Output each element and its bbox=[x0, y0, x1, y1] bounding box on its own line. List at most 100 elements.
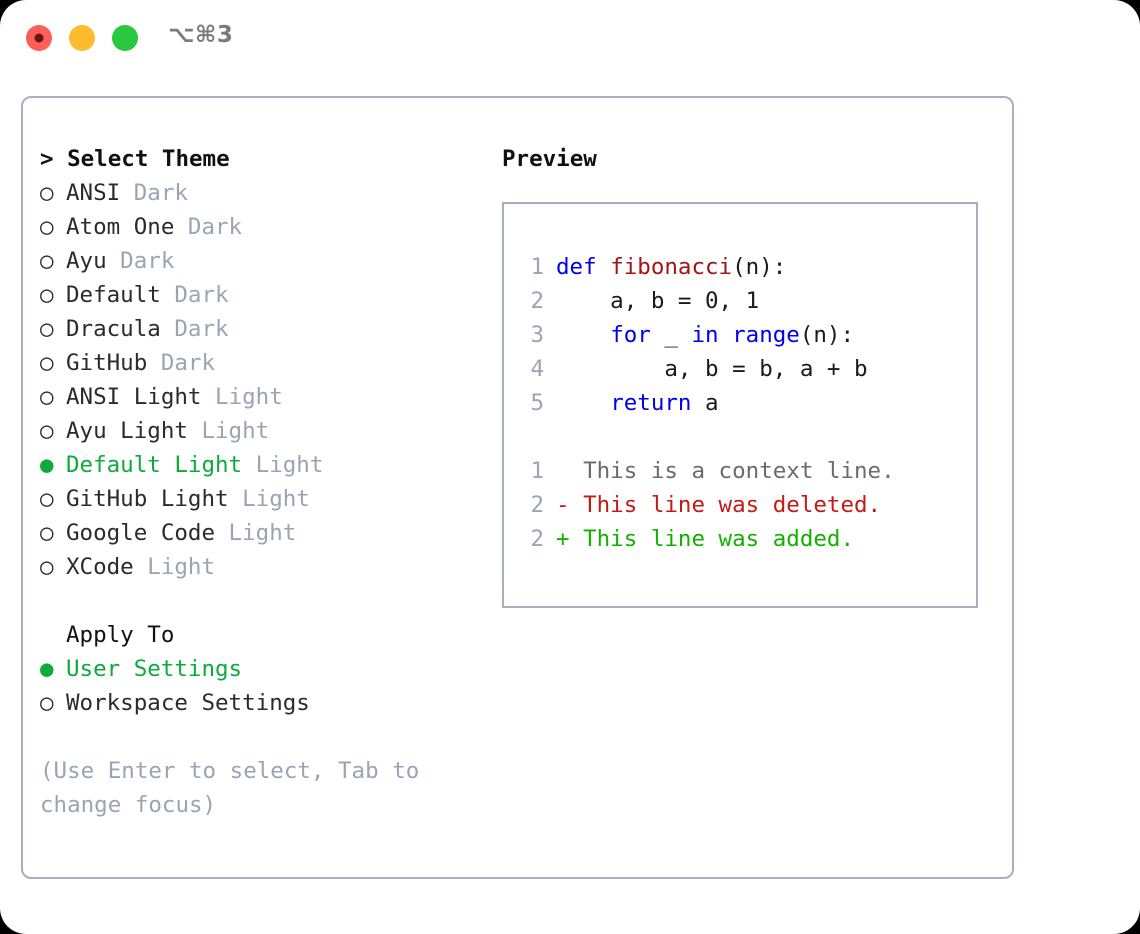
code-line: 2 a, b = 0, 1 bbox=[518, 284, 970, 318]
line-number: 1 bbox=[530, 458, 544, 484]
diff-block: 1 This is a context line.2- This line wa… bbox=[518, 454, 970, 556]
traffic-light-group bbox=[26, 25, 138, 51]
title-bar: ⌥⌘3 bbox=[0, 0, 1140, 78]
radio-unselected-icon: ○ bbox=[40, 180, 54, 206]
theme-option-label: Default bbox=[66, 282, 161, 308]
theme-option-atom-one[interactable]: ○ Atom One Dark bbox=[40, 210, 490, 244]
radio-unselected-icon: ○ bbox=[40, 520, 54, 546]
theme-variant-tag: Dark bbox=[120, 180, 188, 206]
radio-unselected-icon: ○ bbox=[40, 384, 54, 410]
radio-unselected-icon: ○ bbox=[40, 690, 54, 716]
diff-marker: + bbox=[556, 526, 570, 552]
diff-line: 1 This is a context line. bbox=[518, 454, 970, 488]
keyboard-shortcut-label: ⌥⌘3 bbox=[168, 22, 234, 48]
diff-line: 2+ This line was added. bbox=[518, 522, 970, 556]
theme-variant-tag: Light bbox=[242, 452, 324, 478]
theme-option-label: Google Code bbox=[66, 520, 216, 546]
code-token bbox=[556, 322, 610, 348]
theme-option-label: Ayu Light bbox=[66, 418, 188, 444]
theme-option-label: XCode bbox=[66, 554, 134, 580]
select-theme-heading: > Select Theme bbox=[40, 146, 230, 172]
minimize-button[interactable] bbox=[69, 25, 95, 51]
code-token bbox=[719, 322, 733, 348]
theme-option-label: ANSI bbox=[66, 180, 121, 206]
diff-marker: - bbox=[556, 492, 570, 518]
theme-option-label: Dracula bbox=[66, 316, 161, 342]
code-token: def bbox=[556, 254, 597, 280]
zoom-button[interactable] bbox=[112, 25, 138, 51]
theme-option-ansi[interactable]: ○ ANSI Dark bbox=[40, 176, 490, 210]
radio-unselected-icon: ○ bbox=[40, 554, 54, 580]
code-line: 5 return a bbox=[518, 386, 970, 420]
keyboard-hint-text: (Use Enter to select, Tab to change focu… bbox=[40, 758, 433, 818]
line-number: 5 bbox=[530, 390, 544, 416]
theme-list-column: > Select Theme ○ANSI Dark○Atom One Dark○… bbox=[40, 142, 490, 822]
code-token: a bbox=[691, 390, 719, 416]
diff-marker bbox=[556, 458, 570, 484]
theme-variant-tag: Light bbox=[133, 554, 216, 580]
theme-option-default-light[interactable]: ● Default Light Light bbox=[40, 448, 490, 482]
apply-to-heading: Apply To bbox=[66, 622, 175, 648]
diff-text: This line was deleted. bbox=[569, 492, 882, 518]
close-button[interactable] bbox=[26, 25, 52, 51]
apply-to-option-workspace-settings[interactable]: ○ Workspace Settings bbox=[40, 686, 490, 720]
theme-option-ansi-light[interactable]: ○ ANSI Light Light bbox=[40, 380, 490, 414]
theme-option-label: Ayu bbox=[66, 248, 107, 274]
theme-option-google-code[interactable]: ○ Google Code Light bbox=[40, 516, 490, 550]
theme-option-github[interactable]: ○ GitHub Dark bbox=[40, 346, 490, 380]
apply-to-option-label: Workspace Settings bbox=[66, 690, 310, 716]
theme-variant-tag: Dark bbox=[160, 282, 229, 308]
theme-variant-tag: Light bbox=[228, 486, 310, 512]
radio-selected-icon: ● bbox=[40, 452, 54, 478]
radio-unselected-icon: ○ bbox=[40, 248, 54, 274]
code-token: (n): bbox=[732, 254, 787, 280]
radio-unselected-icon: ○ bbox=[40, 350, 54, 376]
code-token bbox=[597, 254, 611, 280]
theme-variant-tag: Light bbox=[201, 384, 283, 410]
theme-variant-tag: Dark bbox=[106, 248, 175, 274]
apply-to-option-label: User Settings bbox=[66, 656, 243, 682]
line-number: 3 bbox=[530, 322, 544, 348]
code-line: 3 for _ in range(n): bbox=[518, 318, 970, 352]
code-token: in bbox=[691, 322, 719, 348]
apply-to-option-user-settings[interactable]: ● User Settings bbox=[40, 652, 490, 686]
theme-option-label: GitHub bbox=[66, 350, 148, 376]
code-token: (n): bbox=[799, 322, 855, 348]
code-token: _ bbox=[650, 322, 692, 348]
radio-unselected-icon: ○ bbox=[40, 418, 54, 444]
theme-option-label: Default Light bbox=[66, 452, 243, 478]
theme-option-label: ANSI Light bbox=[66, 384, 202, 410]
line-number: 2 bbox=[530, 288, 544, 314]
apply-to-option-list: ● User Settings ○ Workspace Settings bbox=[40, 652, 490, 720]
radio-unselected-icon: ○ bbox=[40, 282, 54, 308]
theme-option-xcode[interactable]: ○ XCode Light bbox=[40, 550, 490, 584]
radio-unselected-icon: ○ bbox=[40, 214, 54, 240]
theme-variant-tag: Dark bbox=[174, 214, 243, 240]
diff-text: This line was added. bbox=[569, 526, 855, 552]
radio-unselected-icon: ○ bbox=[40, 316, 54, 342]
line-number: 2 bbox=[530, 492, 544, 518]
preview-heading: Preview bbox=[502, 146, 597, 172]
theme-option-dracula[interactable]: ○ Dracula Dark bbox=[40, 312, 490, 346]
theme-variant-tag: Light bbox=[187, 418, 270, 444]
theme-option-ayu-light[interactable]: ○ Ayu Light Light bbox=[40, 414, 490, 448]
theme-variant-tag: Light bbox=[215, 520, 297, 546]
theme-variant-tag: Dark bbox=[160, 316, 229, 342]
radio-selected-icon: ● bbox=[40, 656, 54, 682]
theme-selector-panel: > Select Theme ○ANSI Dark○Atom One Dark○… bbox=[21, 96, 1014, 879]
theme-option-label: GitHub Light bbox=[66, 486, 229, 512]
code-token: range bbox=[732, 322, 800, 348]
theme-option-label: Atom One bbox=[66, 214, 175, 240]
theme-variant-tag: Dark bbox=[147, 350, 216, 376]
theme-option-ayu[interactable]: ○ Ayu Dark bbox=[40, 244, 490, 278]
diff-line: 2- This line was deleted. bbox=[518, 488, 970, 522]
code-token: for bbox=[610, 322, 651, 348]
line-number: 4 bbox=[530, 356, 544, 382]
theme-option-github-light[interactable]: ○GitHub Light Light bbox=[40, 482, 490, 516]
theme-option-default[interactable]: ○ Default Dark bbox=[40, 278, 490, 312]
code-diff-gap bbox=[518, 420, 970, 454]
